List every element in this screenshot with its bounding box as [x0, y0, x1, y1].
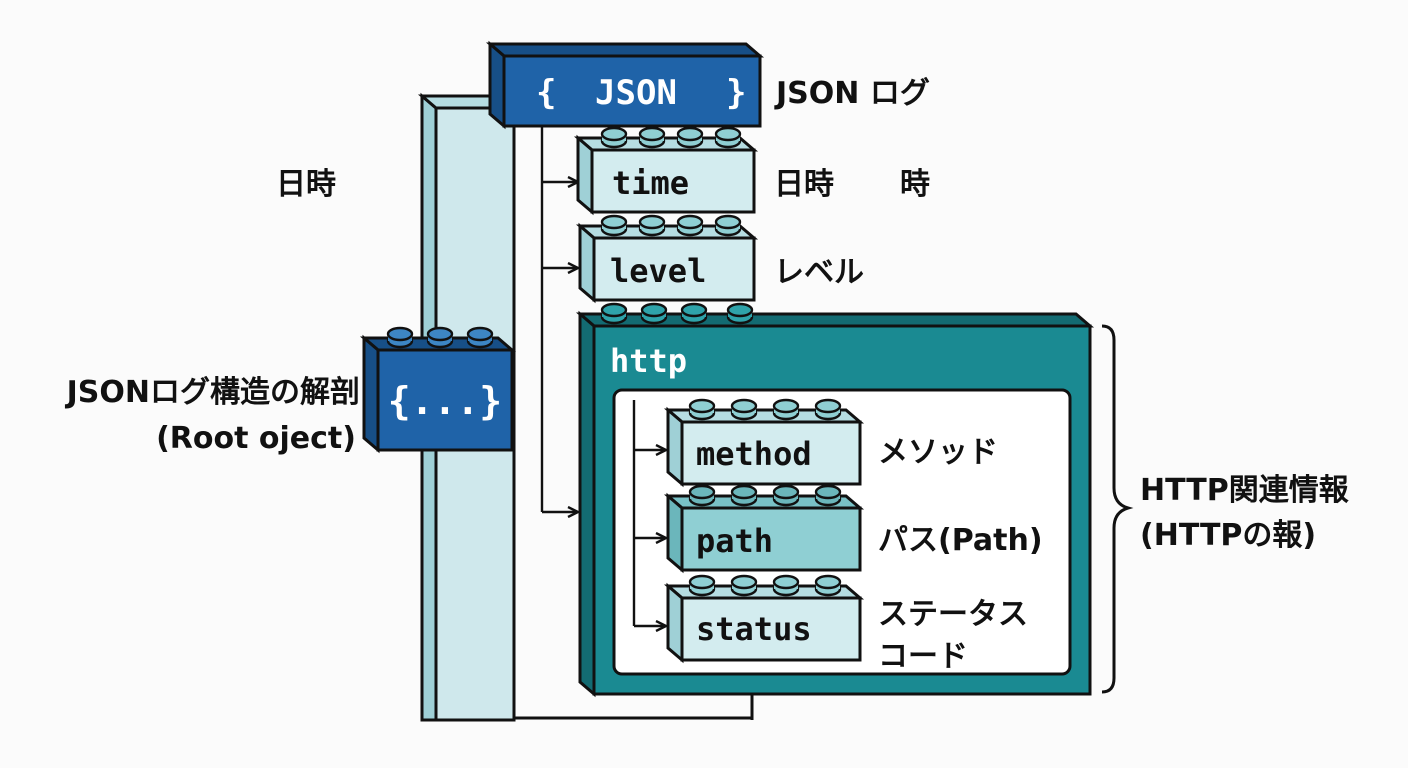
left-note: 日時 — [276, 167, 336, 202]
json-label: JSON — [595, 73, 677, 113]
level-desc: レベル — [774, 255, 864, 290]
method-key: method — [696, 435, 812, 473]
status-desc-line1: ステータス — [878, 597, 1028, 632]
path-desc: パス(Path) — [878, 523, 1043, 558]
http-curly-bracket — [1101, 324, 1134, 694]
json-brace-close: } — [726, 73, 746, 113]
level-key: level — [610, 252, 706, 290]
http-bracket-caption-line1: HTTP関連情報 — [1140, 473, 1350, 508]
time-block: time — [573, 126, 759, 216]
http-bracket-caption-line2: (HTTPの報) — [1140, 518, 1316, 553]
json-tree-connectors — [540, 124, 578, 512]
path-key: path — [696, 522, 773, 560]
json-brace-open: { — [536, 73, 556, 113]
json-header-block: { JSON } — [485, 40, 765, 130]
root-caption-line1: JSONログ構造の解剖 — [65, 375, 360, 410]
path-block: path — [663, 484, 865, 574]
time-key: time — [612, 164, 689, 202]
json-caption: JSON ログ — [774, 76, 930, 111]
http-label: http — [610, 342, 687, 380]
method-block: method — [663, 398, 865, 488]
level-block: level — [575, 214, 759, 304]
status-key: status — [696, 610, 812, 648]
http-tree-connectors — [632, 400, 666, 626]
time-desc: 日時 — [774, 167, 834, 202]
method-desc: メソッド — [878, 435, 998, 470]
status-desc-line2: コード — [878, 639, 968, 674]
root-caption-line2: (Root oject) — [156, 421, 356, 456]
root-label: {...} — [388, 379, 502, 423]
status-block: status — [663, 574, 865, 664]
root-object-block: {...} — [359, 326, 517, 454]
time-desc-extra: 時 — [900, 167, 930, 202]
